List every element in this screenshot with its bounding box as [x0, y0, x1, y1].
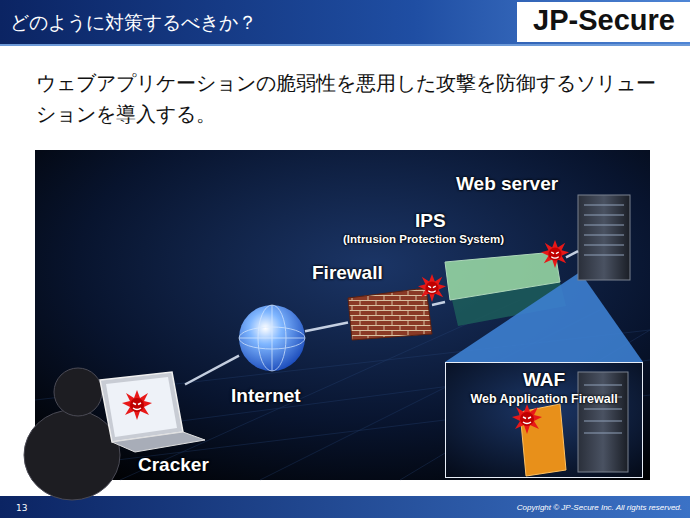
attacker-laptop: Cracker [97, 372, 185, 444]
network-link [305, 323, 348, 332]
internet-globe: Internet [239, 305, 305, 371]
page-number: 13 [16, 503, 27, 513]
web-server: Web server [578, 195, 630, 280]
network-link [185, 356, 239, 385]
node-heading: Internet [231, 385, 301, 408]
network-link [432, 302, 445, 305]
node-heading: WAF [523, 369, 565, 392]
waf-inset: WAFWeb Application Firewall [445, 362, 643, 478]
copyright-note: Copyright © JP-Secure Inc. All rights re… [517, 503, 682, 512]
node-heading: Cracker [138, 454, 209, 477]
node-subheading: Web Application Firewall [470, 392, 617, 407]
slide-title: どのように対策するべきか？ [10, 10, 257, 36]
ips-panel: IPS(Intrusion Protection System) [445, 252, 566, 326]
firewall-wall: Firewall [348, 288, 432, 340]
node-heading: Web server [456, 173, 558, 196]
node-heading: Firewall [312, 262, 383, 285]
body-text: ウェブアプリケーションの脆弱性を悪用した攻撃を防御するソリューションを導入する。 [36, 68, 661, 130]
node-heading: IPS [415, 210, 446, 233]
node-subheading: (Intrusion Protection System) [343, 233, 504, 247]
network-link [566, 251, 578, 257]
logo-text: JP-Secure [520, 4, 688, 37]
